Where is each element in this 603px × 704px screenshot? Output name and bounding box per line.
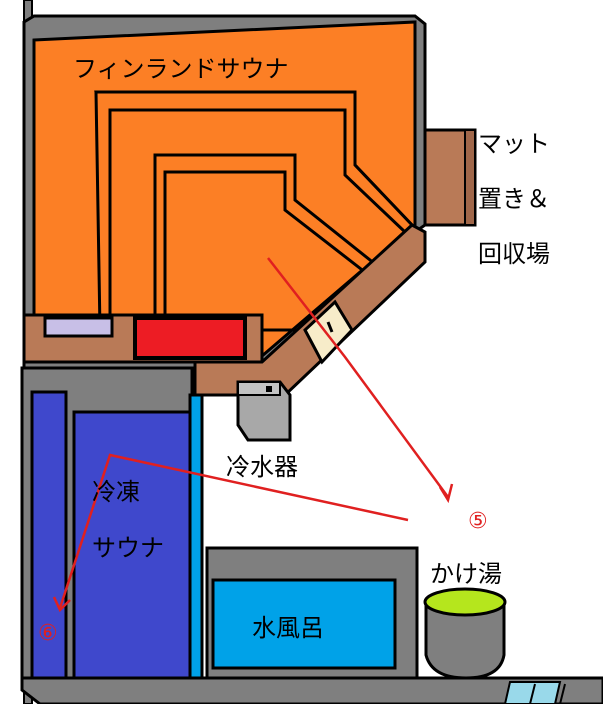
- route-5-label: ⑤: [468, 509, 488, 534]
- kakeyu-tub: [423, 587, 507, 680]
- mat-storage: [423, 128, 477, 227]
- red-stove: [133, 316, 247, 360]
- floor: [20, 676, 603, 704]
- cold-bath-label: 水風呂: [252, 614, 324, 642]
- mat-label-line1: マット: [478, 130, 550, 158]
- finnish-sauna-room: [22, 14, 427, 397]
- route-6-label: ⑥: [38, 621, 58, 646]
- kakeyu-label: かけ湯: [430, 560, 502, 588]
- frozen-sauna-label-line2: サウナ: [92, 534, 164, 562]
- mat-label-line2: 置き＆: [478, 185, 550, 213]
- water-cooler-label: 冷水器: [226, 453, 298, 481]
- frozen-sauna-label-line1: 冷凍: [92, 478, 140, 506]
- water-cooler-icon: [236, 380, 292, 442]
- mat-label-line3: 回収場: [478, 240, 550, 268]
- frozen-sauna-room: [20, 366, 204, 690]
- cold-bath: [205, 546, 419, 680]
- sauna-door: [303, 299, 354, 365]
- route-arrows: [52, 257, 454, 613]
- finnish-sauna-label: フィンランドサウナ: [73, 55, 289, 83]
- lavender-panel: [43, 316, 114, 338]
